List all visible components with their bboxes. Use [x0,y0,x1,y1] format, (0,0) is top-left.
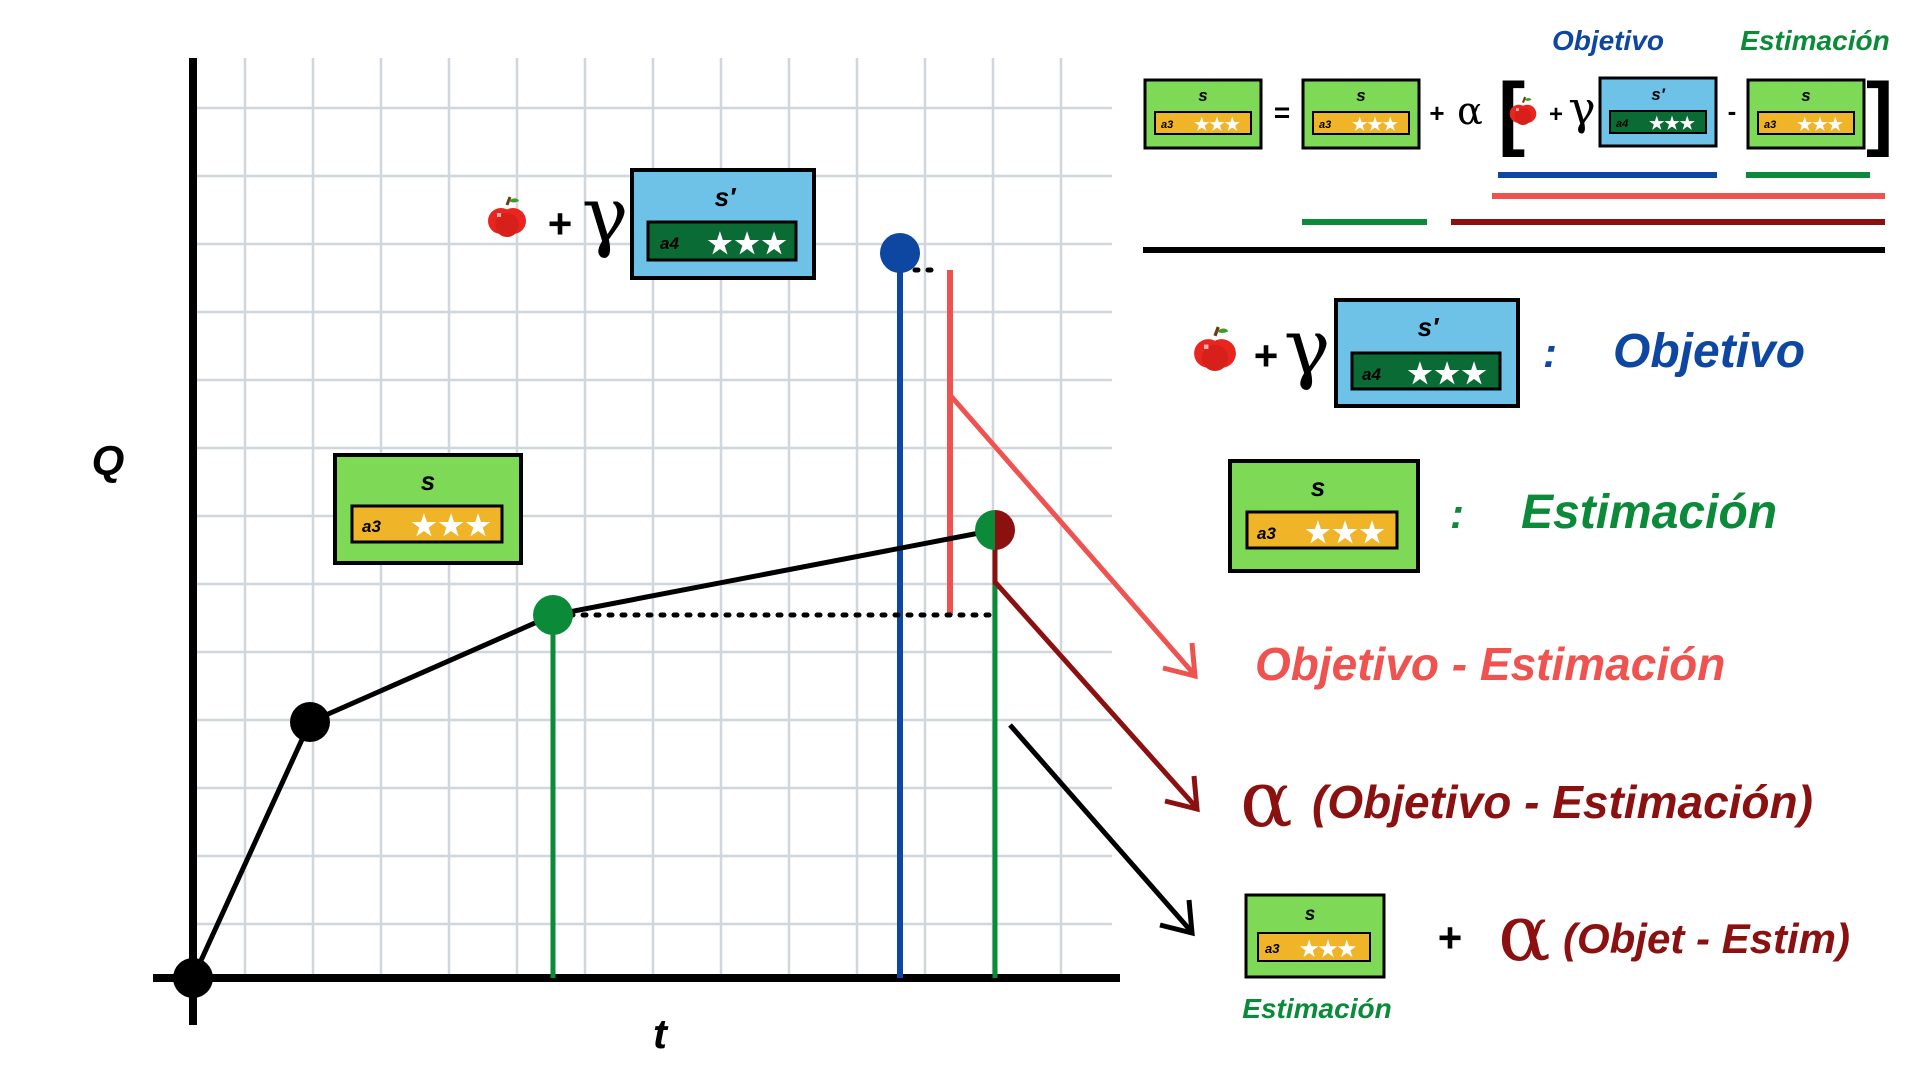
q-point-estimate [533,595,573,635]
action-label: a4 [1616,118,1628,130]
arrow-icon [993,580,1200,813]
update-caption: Estimación [1242,993,1391,1024]
state-label: s [1311,472,1325,502]
gamma-symbol: γ [582,171,629,261]
y-axis-label: Q [92,437,125,485]
action-label: a3 [362,517,381,536]
state-label: s [421,466,435,496]
action-label: a4 [1362,365,1381,384]
star-icon: ★★★ [411,510,492,541]
arrow-icon [1008,723,1195,937]
next-state-label: s′ [1418,312,1440,342]
x-axis-label: t [653,1010,669,1057]
state-label: s [1356,86,1365,105]
action-label: a3 [1161,119,1173,131]
equals-sign: = [1274,97,1290,128]
formula-estimacion-header: Estimación [1740,25,1889,56]
star-icon: ★★★ [1407,358,1488,389]
action-label: a3 [1265,941,1280,956]
apple-icon [1193,325,1237,373]
state-label: s [1305,904,1316,925]
state-card: s a3 ★★★ [1244,893,1386,979]
formula-objetivo-header: Objetivo [1552,25,1664,56]
state-card: s a3 ★★★ [1301,78,1421,150]
next-state-label: s′ [715,182,737,212]
state-label: s [1198,86,1207,105]
legend-colon: : [1543,329,1557,376]
action-label: a3 [1319,119,1331,131]
annotations: Objetivo - Estimación α (Objetivo - Esti… [1240,638,1850,1024]
alpha-symbol: α [1498,889,1551,979]
q-point-origin [173,958,213,998]
legend-estimacion: Estimación [1521,486,1777,539]
action-label: a4 [660,234,679,253]
state-card: s a3 ★★★ [333,453,523,565]
arrow-icon [948,393,1198,680]
minus-sign: - [1728,96,1737,126]
plus-sign: + [1429,98,1444,128]
legend: + γ s′ a4 ★★★ : Objetivo s a3 ★★★ : Esti… [1193,298,1805,573]
q-point-1 [290,702,330,742]
next-state-card: s′ a4 ★★★ [630,168,816,280]
gamma-symbol: γ [1284,303,1331,393]
action-label: a3 [1764,119,1776,131]
plus-sign: + [1438,914,1463,961]
graph: Q t + γ s′ a4 ★★★ [92,58,1120,1057]
star-icon: ★★★ [1300,938,1357,961]
star-icon: ★★★ [1797,115,1843,134]
bracket-close: ] [1866,67,1893,158]
state-card: s a3 ★★★ [1143,78,1263,150]
arrows [948,393,1200,937]
star-icon: ★★★ [1194,115,1240,134]
q-point-updated [975,510,1015,550]
star-icon: ★★★ [707,228,788,259]
gamma-symbol: γ [1568,81,1596,135]
state-label: s [1801,86,1810,105]
state-card: s a3 ★★★ [1228,459,1420,573]
star-icon: ★★★ [1649,114,1695,133]
grid [196,58,1112,975]
legend-objetivo: Objetivo [1613,325,1805,378]
star-icon: ★★★ [1305,517,1386,548]
update-term-label: (Objet - Estim) [1563,915,1850,962]
q-point-target [880,233,920,273]
star-icon: ★★★ [1352,115,1398,134]
alpha-symbol: α [1457,89,1483,133]
difference-label: Objetivo - Estimación [1255,638,1725,690]
state-card: s a3 ★★★ [1746,78,1866,150]
next-state-card: s′ a4 ★★★ [1334,298,1520,408]
legend-colon: : [1450,490,1464,537]
plus-sign: + [1549,101,1563,128]
next-state-label: s′ [1651,85,1665,104]
action-label: a3 [1257,524,1276,543]
plus-sign: + [548,200,573,247]
alpha-symbol: α [1240,755,1293,845]
plus-sign: + [1254,332,1279,379]
update-formula: Objetivo Estimación s a3 ★★★ = s a3 ★★★ … [1143,25,1893,253]
apple-icon [487,195,527,239]
next-state-card: s′ a4 ★★★ [1598,76,1718,148]
scaled-difference-label: (Objetivo - Estimación) [1312,776,1813,828]
q-value-curve [190,527,996,980]
